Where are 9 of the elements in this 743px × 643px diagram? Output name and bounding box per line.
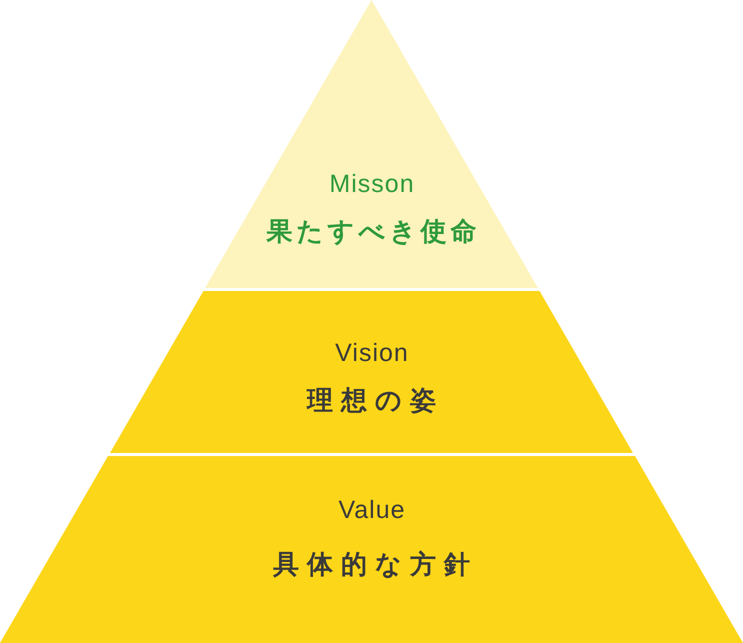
tier-subtitle: 理想の姿	[306, 387, 444, 417]
tier-subtitle: 果たすべき使命	[265, 218, 480, 248]
tier-heading: Misson	[328, 170, 415, 199]
tier-heading: Value	[337, 496, 406, 525]
pyramid-middle-tier	[110, 291, 633, 453]
tier-subtitle: 具体的な方針	[272, 551, 478, 581]
tier-heading: Vision	[334, 339, 409, 368]
pyramid-base-tier	[0, 456, 743, 643]
pyramid-top-tier	[205, 0, 538, 288]
